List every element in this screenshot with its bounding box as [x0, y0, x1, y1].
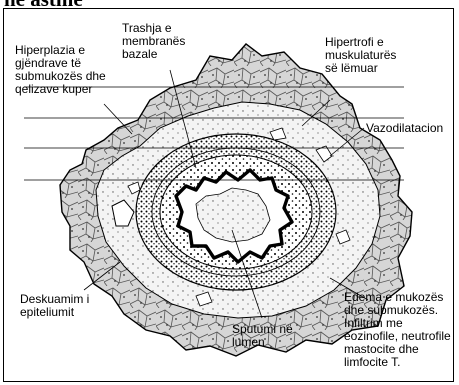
- label-smooth-muscle: Hipertrofi e muskulaturës së lëmuar: [325, 36, 396, 75]
- label-edema: Edema e mukozës dhe submukozës. Infiltri…: [344, 291, 451, 369]
- label-vasodilation: Vazodilatacion: [366, 122, 443, 135]
- label-hyperplasia: Hiperplazia e gjëndrave të submukozës dh…: [15, 44, 106, 96]
- label-desquamation: Deskuamim i epiteliumit: [20, 293, 89, 319]
- label-sputum: Sputumi në lumen: [232, 323, 293, 349]
- label-basement-membrane: Trashja e membranës bazale: [122, 22, 185, 61]
